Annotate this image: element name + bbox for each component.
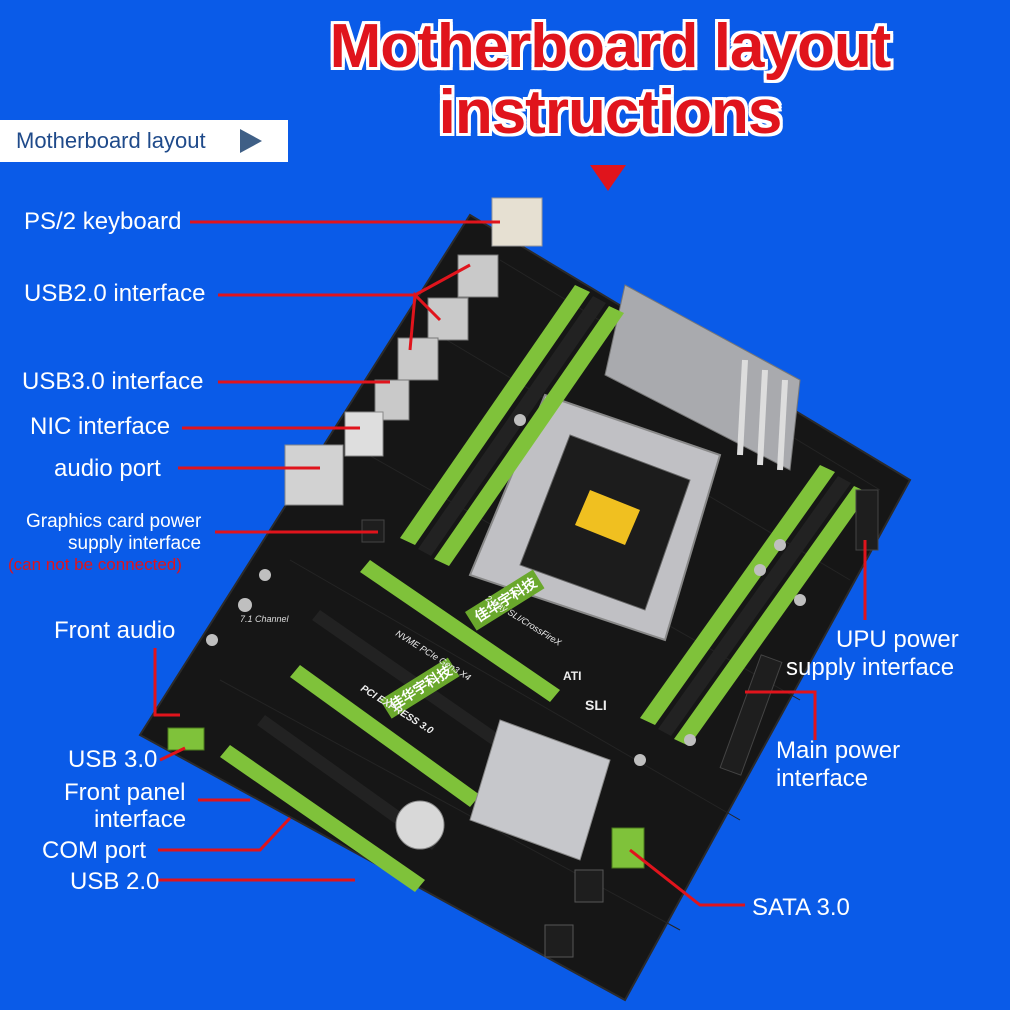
title-line-2: instructions (438, 78, 783, 147)
pointer-main-power (745, 690, 817, 740)
pointer-com (158, 816, 292, 852)
layout-tab: Motherboard layout (0, 120, 288, 162)
pointer-lines (153, 220, 867, 907)
pointer-usb20-branch (408, 263, 471, 351)
capacitors (206, 414, 806, 766)
pcie-slots (220, 560, 560, 892)
pointer-usb30 (159, 746, 186, 762)
label-front-panel-2: interface (94, 806, 187, 833)
heatsink-fins (737, 359, 788, 471)
page-title: Motherboard layout instructions (300, 14, 920, 146)
label-sata30: SATA 3.0 (752, 894, 850, 921)
title-line-1: Motherboard layout (329, 12, 892, 81)
ram-slots-left (400, 285, 624, 566)
label-gpu-power-1: Graphics card power (26, 511, 202, 532)
chipset-heatsink (469, 719, 611, 861)
label-gpu-power-2: supply interface (68, 533, 202, 554)
cmos-battery (395, 800, 445, 850)
pointer-front-audio (153, 648, 180, 717)
label-audio-port: audio port (54, 455, 161, 482)
ati-logo: ATI (563, 669, 581, 683)
sata-port-black-2 (544, 924, 574, 958)
label-nic-interface: NIC interface (30, 413, 171, 440)
label-usb20: USB 2.0 (70, 868, 160, 895)
vrm-heatsink (604, 284, 801, 471)
sata-port-black-1 (574, 869, 604, 903)
down-triangle-icon (590, 165, 626, 191)
label-gpu-power-note: (can not be connected) (8, 555, 182, 574)
label-front-audio: Front audio (54, 617, 176, 644)
usb30-header (167, 727, 205, 751)
label-front-panel-1: Front panel (64, 779, 186, 806)
nic-port (344, 411, 384, 457)
label-cpu-power-2: supply interface (786, 654, 955, 681)
label-usb30: USB 3.0 (68, 746, 158, 773)
audio-port-block (284, 444, 344, 506)
layout-tab-label: Motherboard layout (16, 128, 206, 153)
cpu-power-connector (855, 489, 879, 551)
usb20-port-3 (397, 337, 439, 381)
pointer-sata (629, 848, 745, 907)
motherboard-pcb (138, 213, 912, 1002)
label-main-power-1: Main power (776, 737, 901, 764)
label-cpu-power-1: UPU power (836, 626, 959, 653)
play-triangle-icon (240, 129, 262, 153)
usb20-port-2 (427, 297, 469, 341)
sata30-port (611, 827, 645, 869)
label-usb20-interface: USB2.0 interface (24, 280, 206, 307)
sli-logo: SLI (585, 697, 607, 713)
cpu-warning-label (575, 490, 640, 545)
ram-slots-right (640, 465, 869, 746)
label-com-port: COM port (42, 837, 147, 864)
label-ps2-keyboard: PS/2 keyboard (24, 208, 182, 235)
usb20-port-1 (457, 254, 499, 298)
channel-text: 7.1 Channel (240, 614, 290, 624)
label-main-power-2: interface (776, 765, 869, 792)
label-usb30-interface: USB3.0 interface (22, 368, 204, 395)
main-power-connector (719, 654, 783, 776)
